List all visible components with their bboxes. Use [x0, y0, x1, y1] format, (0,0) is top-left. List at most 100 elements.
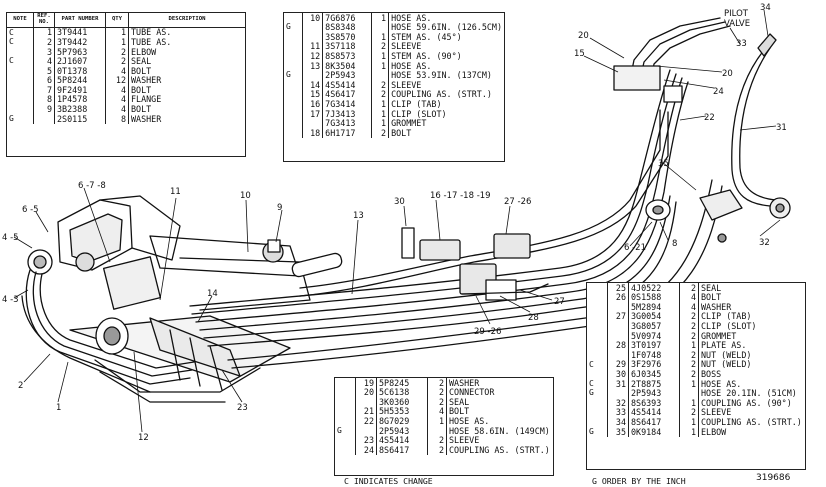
- cell-note: [335, 416, 356, 426]
- cell-ref-no: 3: [33, 46, 55, 57]
- cell-description: SLEEVE: [391, 41, 422, 52]
- cell-qty: [427, 425, 447, 436]
- callout-9: 9: [277, 203, 282, 213]
- svg-text:VALVE: VALVE: [724, 19, 750, 29]
- cell-qty: 2: [427, 445, 447, 455]
- cell-ref-no: 21: [355, 406, 377, 417]
- cell-part-number: 5C6138: [376, 387, 428, 398]
- valve-body: [102, 256, 162, 310]
- header-note: NOTE: [7, 13, 34, 28]
- cell-qty: 1: [371, 99, 390, 109]
- cell-qty: 2: [679, 350, 699, 360]
- callout-34: 34: [760, 3, 771, 13]
- cell-description: BOLT: [701, 292, 722, 303]
- cell-ref-no: 17: [302, 108, 324, 119]
- cell-ref-no: [355, 397, 377, 407]
- pilot-valve-label: PILOT: [724, 9, 749, 19]
- cell-description: CLIP (SLOT): [391, 108, 447, 119]
- cell-qty: 1: [679, 378, 699, 389]
- cell-ref-no: [302, 22, 324, 33]
- cell-part-number: 5P8245: [376, 378, 428, 388]
- cell-description: NUT (WELD): [701, 350, 752, 360]
- callout-15: 15: [574, 49, 585, 59]
- cell-description: COUPLING AS. (STRT.): [449, 445, 550, 455]
- callout-27-26: 27 -26: [504, 197, 531, 207]
- cell-ref-no: 27: [607, 311, 629, 322]
- cell-part-number: 8S6417: [376, 445, 428, 455]
- cell-qty: 1: [105, 27, 129, 38]
- cell-qty: 2: [679, 359, 699, 370]
- boss-30: [401, 227, 415, 259]
- cell-qty: 1: [371, 32, 390, 42]
- callout-23: 23: [237, 403, 248, 413]
- cell-note: [587, 369, 608, 379]
- cell-qty: [679, 388, 699, 399]
- cell-description: SEAL: [131, 56, 152, 67]
- cell-qty: 1: [371, 118, 390, 129]
- cell-description: WASHER: [701, 302, 732, 312]
- callout-11: 11: [170, 187, 181, 197]
- cell-note: [587, 292, 608, 303]
- cell-ref-no: 18: [302, 128, 324, 138]
- cell-description: SEAL: [701, 283, 722, 293]
- cell-note: C: [7, 56, 34, 67]
- cell-description: SLEEVE: [701, 407, 732, 418]
- cell-qty: 1: [679, 398, 699, 408]
- cell-part-number: 3S8570: [322, 32, 372, 42]
- inch-note: G ORDER BY THE INCH: [592, 476, 686, 486]
- cell-qty: 2: [371, 128, 390, 138]
- cell-part-number: 8S6393: [628, 398, 680, 408]
- cell-note: [335, 445, 356, 455]
- cell-note: [587, 302, 608, 312]
- cell-note: [587, 330, 608, 341]
- cell-note: [335, 435, 356, 446]
- cell-ref-no: 4: [33, 56, 55, 67]
- cell-description: GROMMET: [701, 330, 737, 341]
- cell-part-number: 3G8057: [628, 321, 680, 331]
- cell-note: C: [7, 37, 34, 47]
- cell-part-number: 8G7029: [376, 416, 428, 426]
- cell-note: [7, 46, 34, 57]
- cell-note: [7, 75, 34, 86]
- cell-qty: 2: [105, 56, 129, 67]
- cell-part-number: 2P5943: [322, 70, 372, 81]
- cell-part-number: 8S6417: [628, 417, 680, 427]
- cell-ref-no: [607, 330, 629, 341]
- cell-ref-no: [33, 114, 55, 124]
- cell-description: HOSE AS.: [391, 13, 432, 23]
- cell-note: G: [284, 22, 304, 33]
- cell-part-number: 5P8244: [54, 75, 106, 86]
- cell-note: [284, 108, 304, 119]
- cell-description: COUPLING AS. (STRT.): [391, 89, 492, 100]
- cell-ref-no: 10: [302, 13, 324, 23]
- cell-part-number: 9F2491: [54, 85, 106, 95]
- cell-note: [284, 60, 304, 71]
- cell-ref-no: [302, 70, 324, 81]
- cell-qty: 2: [427, 435, 447, 446]
- callout-27: 27: [554, 297, 565, 307]
- cell-description: STEM AS. (45°): [391, 32, 462, 42]
- cell-part-number: 4J0522: [628, 283, 680, 293]
- cell-ref-no: 12: [302, 51, 324, 61]
- cell-part-number: 3T9441: [54, 27, 106, 38]
- cell-description: ELBOW: [701, 426, 727, 437]
- cell-ref-no: 22: [355, 416, 377, 426]
- callout-20b: 20: [722, 69, 733, 79]
- cell-ref-no: 26: [607, 292, 629, 303]
- cell-qty: 12: [105, 75, 129, 86]
- cell-ref-no: 30: [607, 369, 629, 379]
- cell-note: [587, 340, 608, 351]
- cell-description: WASHER: [131, 75, 162, 86]
- callout-6-5: 6 -5: [22, 205, 39, 215]
- cell-qty: 2: [427, 397, 447, 407]
